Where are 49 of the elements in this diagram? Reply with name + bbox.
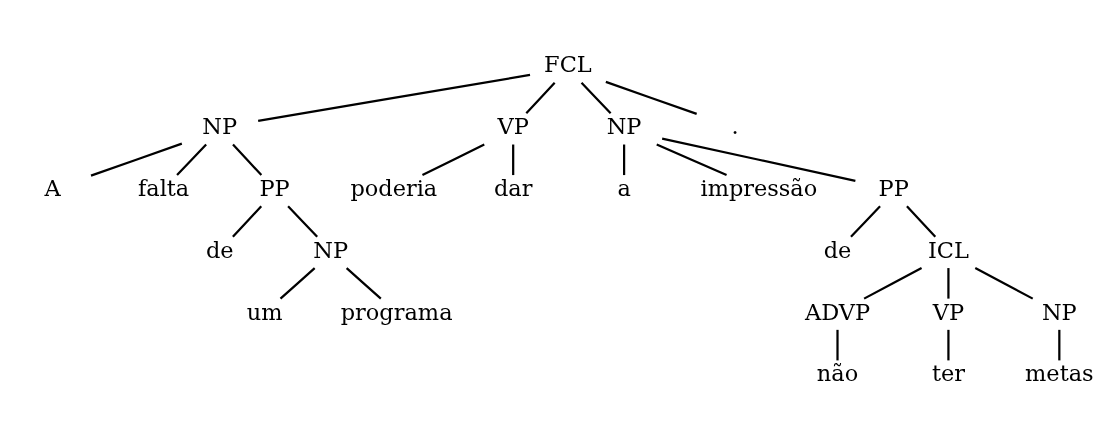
connector [512, 144, 515, 176]
node-text: VP [497, 113, 529, 140]
node-text: a [617, 174, 631, 201]
connector [863, 267, 923, 300]
connector [345, 267, 382, 300]
connector [232, 143, 263, 176]
connector [947, 268, 950, 299]
node-text: VP [932, 298, 965, 325]
node-text: PP [259, 174, 290, 201]
node-text: . [731, 113, 739, 140]
connector [279, 267, 316, 300]
node-text: NP [1041, 298, 1077, 325]
node-text: programa [340, 298, 453, 325]
node-text: A [44, 174, 61, 201]
node-text: PP [878, 174, 909, 201]
node-text: NP [606, 113, 642, 140]
connector [525, 81, 556, 115]
node-text: NP [202, 113, 238, 140]
node-text: metas [1025, 360, 1094, 387]
node-text: FCL [544, 51, 592, 78]
connector [850, 205, 881, 238]
connector [947, 329, 950, 361]
node-text: de [205, 236, 234, 263]
connector [1058, 329, 1061, 361]
connector [176, 143, 207, 176]
node-text: ICL [927, 236, 969, 263]
node-text: poderia [350, 174, 438, 201]
connector [836, 329, 839, 361]
connector [90, 142, 183, 177]
connector [622, 144, 626, 176]
connector [421, 143, 485, 177]
connector [287, 205, 318, 238]
connector [605, 80, 698, 115]
node-text: ADVP [804, 298, 871, 325]
connector [906, 205, 937, 238]
node-text: falta [137, 174, 190, 201]
node-text: ter [931, 360, 965, 387]
connector [656, 143, 727, 177]
connector [661, 137, 856, 182]
node-text: NP [313, 236, 349, 263]
node-text: de [823, 236, 852, 263]
node-text: um [246, 298, 283, 325]
connector [580, 81, 612, 115]
node-text: não [816, 360, 859, 387]
node-text: dar [493, 174, 533, 201]
connector [257, 73, 531, 123]
connector [232, 205, 263, 238]
connector [974, 267, 1034, 300]
node-text: impressão [700, 174, 818, 201]
